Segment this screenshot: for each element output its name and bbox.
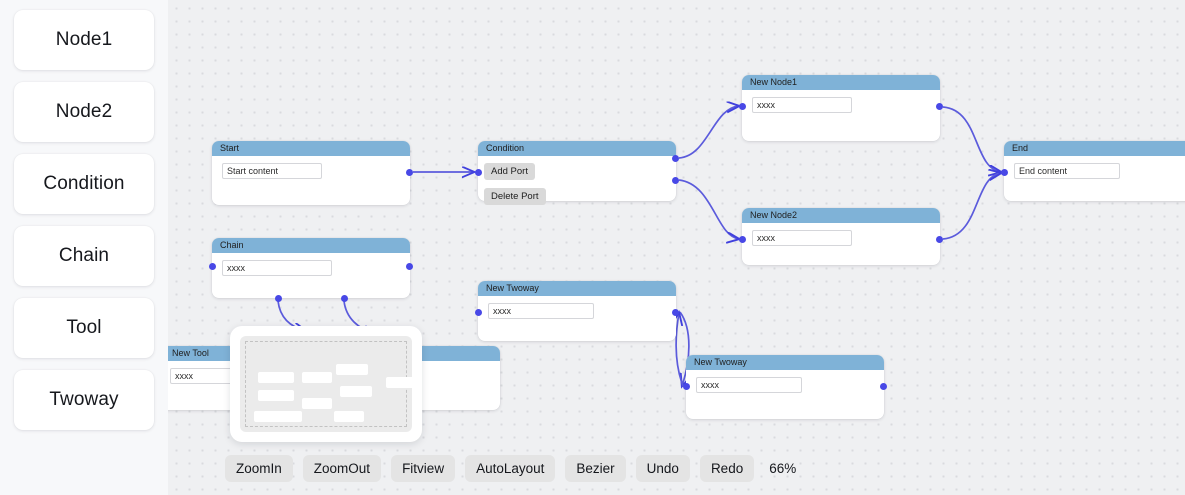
port-input[interactable] [739,103,746,110]
port-output[interactable] [672,309,679,316]
minimap-node [258,372,294,383]
minimap-canvas[interactable] [240,336,416,432]
palette-item-label: Twoway [49,389,119,410]
node-title: New Twoway [686,355,884,370]
palette-item-node2[interactable]: Node2 [14,82,154,142]
minimap-node [386,377,416,388]
edge-condition-to-newnode1 [678,106,739,159]
delete-port-button[interactable]: Delete Port [484,188,546,205]
node-new-node2[interactable]: New Node2 [739,208,943,265]
undo-button[interactable]: Undo [635,455,690,482]
port-input[interactable] [475,309,482,316]
node-content-input[interactable] [696,377,802,393]
port-input[interactable] [683,383,690,390]
node-body: Add Port Delete Port [478,156,676,211]
node-body [212,253,410,276]
minimap-node [302,398,332,409]
add-port-button[interactable]: Add Port [484,163,535,180]
edge-twoway2-to-twoway1 [676,313,684,387]
autolayout-button[interactable]: AutoLayout [465,455,556,482]
node-start[interactable]: Start [212,141,413,205]
node-condition[interactable]: Condition Add Port Delete Port [475,141,679,205]
port-output[interactable] [936,103,943,110]
zoom-in-button[interactable]: ZoomIn [225,455,293,482]
palette-item-label: Node2 [55,101,113,122]
palette-item-label: Condition [43,173,125,194]
fitview-button[interactable]: Fitview [391,455,456,482]
palette-item-label: Tool [66,317,102,338]
palette-item-condition[interactable]: Condition [14,154,154,214]
node-content-input[interactable] [1014,163,1120,179]
port-output-2[interactable] [672,177,679,184]
port-output[interactable] [406,263,413,270]
redo-button[interactable]: Redo [699,455,755,482]
node-body [686,370,884,393]
palette-item-label: Chain [58,245,110,266]
zoom-out-button[interactable]: ZoomOut [302,455,382,482]
node-title: New Node1 [742,75,940,90]
node-palette-sidebar: Node1 Node2 Condition Chain Tool Twoway [0,0,168,495]
node-content-input[interactable] [752,97,852,113]
node-content-input[interactable] [488,303,594,319]
palette-item-node1[interactable]: Node1 [14,10,154,70]
port-input[interactable] [475,169,482,176]
node-title: Chain [212,238,410,253]
node-content-input[interactable] [752,230,852,246]
node-body [742,223,940,246]
palette-item-chain[interactable]: Chain [14,226,154,286]
port-output[interactable] [936,236,943,243]
minimap-node [340,386,372,397]
node-chain[interactable]: Chain [209,238,413,302]
node-title: New Twoway [478,281,676,296]
port-output[interactable] [880,383,887,390]
node-content-input[interactable] [222,260,332,276]
node-body [1004,156,1185,179]
palette-item-twoway[interactable]: Twoway [14,370,154,430]
node-body [742,90,940,113]
node-content-input[interactable] [222,163,322,179]
port-bottom-left[interactable] [275,295,282,302]
node-new-node1[interactable]: New Node1 [739,75,943,141]
palette-item-label: Node1 [55,29,113,50]
port-input[interactable] [209,263,216,270]
minimap-node [254,411,302,422]
edge-condition-to-newnode2 [678,179,739,239]
node-body [212,156,410,179]
minimap-panel[interactable] [230,326,422,442]
edge-newnode2-to-end [942,173,1001,240]
node-end[interactable]: End [1001,141,1185,201]
node-title: Start [212,141,410,156]
edge-newnode1-to-end [942,106,1001,172]
port-output-1[interactable] [672,155,679,162]
canvas-toolbar: ZoomIn ZoomOut Fitview AutoLayout Bezier… [225,455,796,482]
minimap-node [334,411,364,422]
node-title: Condition [478,141,676,156]
minimap-node [336,364,368,375]
bezier-button[interactable]: Bezier [565,455,626,482]
minimap-node [302,372,332,383]
palette-item-tool[interactable]: Tool [14,298,154,358]
node-title: End [1004,141,1185,156]
zoom-level-indicator: 66% [769,461,797,476]
port-output[interactable] [406,169,413,176]
node-new-twoway-2[interactable]: New Twoway [683,355,887,419]
minimap-node [258,390,294,401]
port-input[interactable] [739,236,746,243]
flow-canvas[interactable]: Start Condition Add Port Delete Port Cha… [168,0,1185,495]
port-input[interactable] [1001,169,1008,176]
port-bottom-right[interactable] [341,295,348,302]
node-title: New Node2 [742,208,940,223]
node-new-twoway-1[interactable]: New Twoway [475,281,679,341]
node-body [478,296,676,319]
